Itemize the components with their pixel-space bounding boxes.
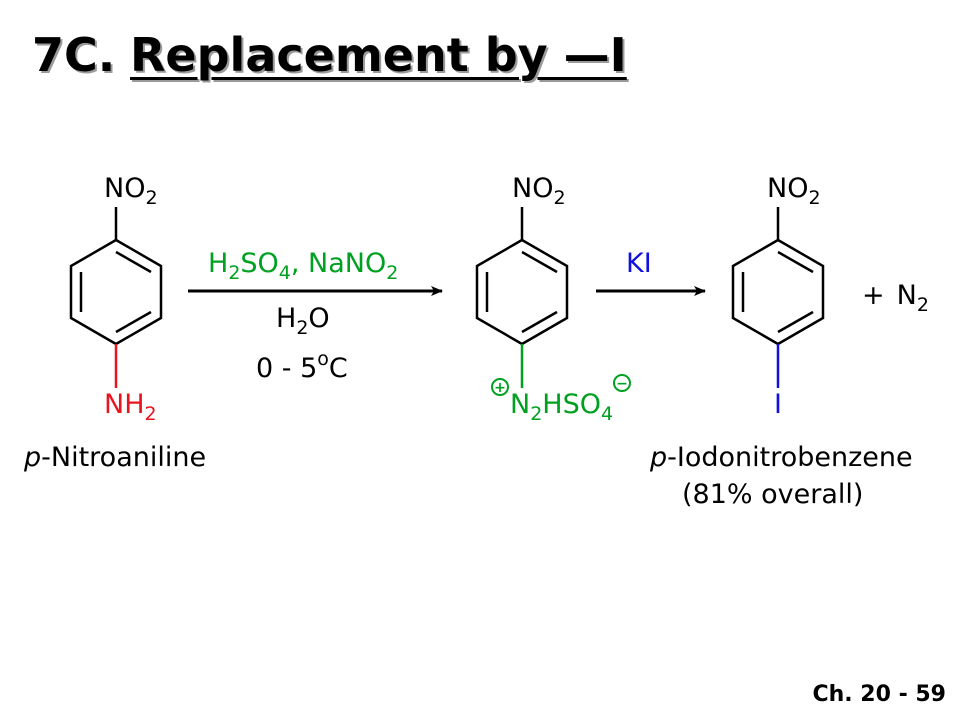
step1-solvent: H2O xyxy=(276,303,330,339)
product-double-bond-1 xyxy=(777,250,814,274)
reactant-structure: NO2 NH2 xyxy=(69,173,163,425)
svg-text:+: + xyxy=(494,380,506,396)
reactant-nh2-label: NH2 xyxy=(104,389,157,425)
slide-page-number: Ch. 20 - 59 xyxy=(812,682,946,707)
title-text: Replacement by —I xyxy=(130,28,627,82)
product-double-bond-2 xyxy=(777,310,814,334)
step2-reagent: KI xyxy=(626,248,652,279)
product-yield: (81% overall) xyxy=(682,479,863,510)
reactant-name: p-Nitroaniline xyxy=(23,442,206,473)
intermediate-double-bond-2 xyxy=(521,310,558,334)
product-structure: NO2 I xyxy=(731,173,825,420)
intermediate-structure: NO2 + N2HSO4 − xyxy=(475,173,631,425)
product-benzene-ring xyxy=(731,238,825,346)
byproduct-n2: +N2 xyxy=(862,280,929,316)
intermediate-diazonium-label: N2HSO4 xyxy=(510,389,613,425)
intermediate-benzene-ring xyxy=(475,238,569,346)
title-number: 7C. xyxy=(32,28,116,82)
intermediate-no2-label: NO2 xyxy=(512,173,566,209)
step1-temperature: 0 - 5oC xyxy=(256,348,348,384)
product-iodine-label: I xyxy=(774,389,782,420)
step1-reagents: H2SO4, NaNO2 xyxy=(208,248,398,284)
product-name: p-Iodonitrobenzene xyxy=(649,442,913,473)
plus-charge-icon: + xyxy=(491,378,509,396)
reactant-double-bond-1 xyxy=(115,250,152,274)
reactant-double-bond-2 xyxy=(115,310,152,334)
product-no2-label: NO2 xyxy=(767,173,821,209)
intermediate-double-bond-1 xyxy=(521,250,558,274)
reactant-no2-label: NO2 xyxy=(104,173,158,209)
minus-charge-icon: − xyxy=(613,374,631,392)
reactant-benzene-ring xyxy=(69,238,163,346)
svg-text:−: − xyxy=(616,376,628,392)
